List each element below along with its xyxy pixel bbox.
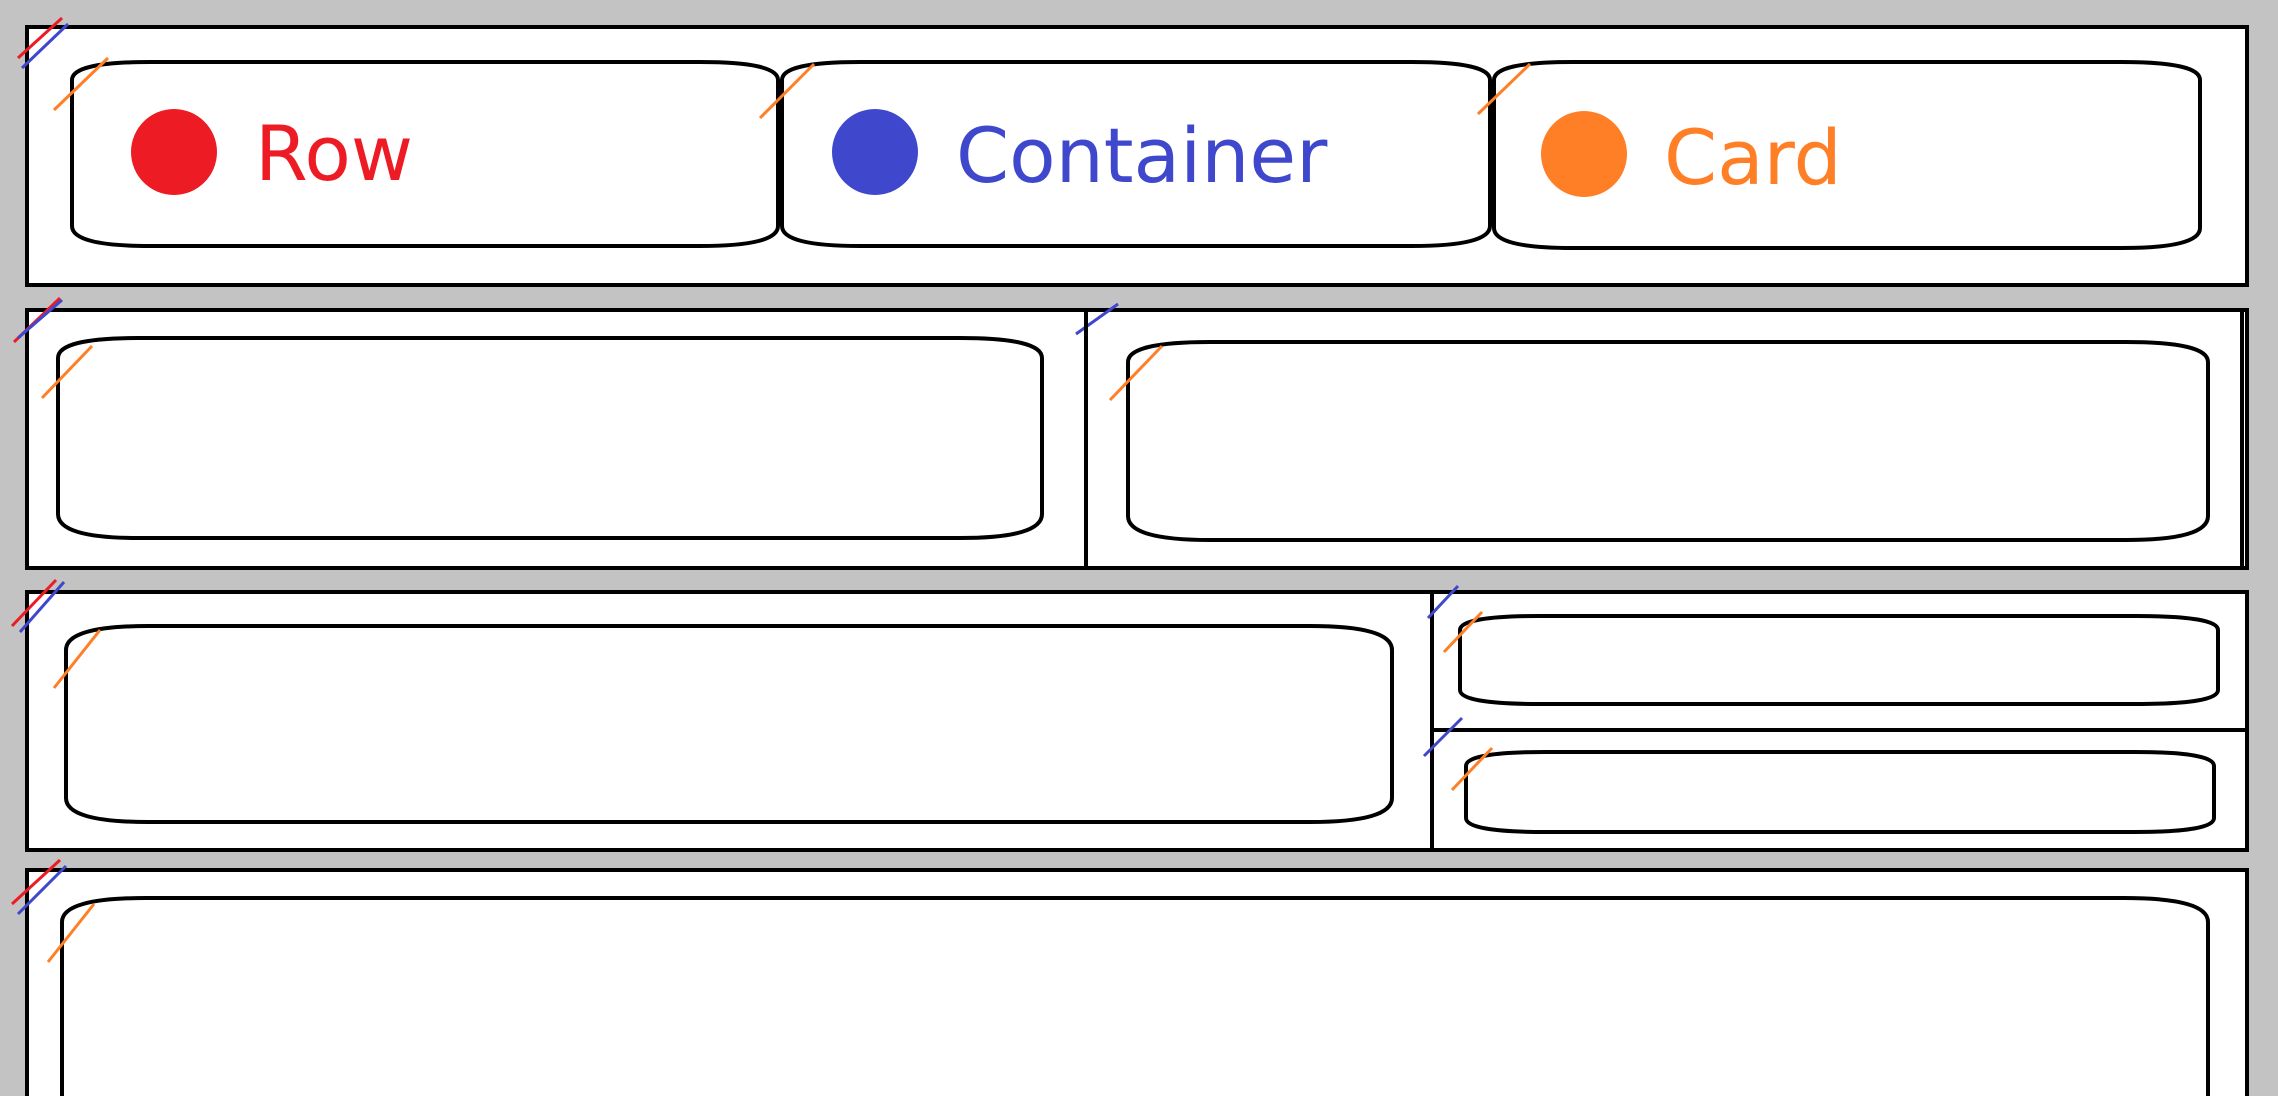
- legend-card-row-shape: [70, 60, 780, 248]
- row-3-card-2-shape: [1458, 614, 2220, 706]
- row-3-card-1: [52, 624, 1394, 824]
- legend-card-container: Container: [758, 60, 1492, 248]
- row-3-card-1-marker: [52, 629, 102, 689]
- row-2-container-1-marker: [17, 298, 63, 340]
- row-2-card-2-marker: [1108, 344, 1164, 402]
- row-4-card-1-marker: [46, 903, 96, 963]
- row-3-card-2-marker: [1442, 610, 1484, 654]
- row-3-container-3-marker: [1422, 716, 1464, 758]
- row-2-card-2: [1108, 340, 2210, 542]
- legend-card-card-card-marker: [1476, 62, 1532, 116]
- row-3: [10, 578, 2249, 852]
- legend-card-card: Card: [1476, 60, 2202, 250]
- card-legend-dot: [1541, 111, 1627, 197]
- row-3-card-1-shape: [64, 624, 1394, 824]
- row-legend-dot: [131, 109, 217, 195]
- card-legend-label: Card: [1664, 113, 1842, 202]
- row-2: [12, 296, 2249, 570]
- legend-card-card-shape: [1492, 60, 2202, 250]
- row-4: [10, 858, 2249, 1096]
- row-3-container-1-marker: [18, 581, 66, 633]
- row-3-container-2-marker: [1426, 584, 1460, 620]
- row-1: Row Container Card: [16, 16, 2249, 287]
- row-4-container-marker: [16, 864, 68, 916]
- row-2-container-2-marker: [1075, 302, 1119, 336]
- row-3-card-3-shape: [1464, 750, 2216, 834]
- row-2-card-1: [40, 336, 1044, 540]
- row-3-card-3: [1450, 746, 2216, 834]
- row-3-card-2: [1442, 610, 2220, 706]
- row-2-card-1-shape: [56, 336, 1044, 540]
- row-4-row-marker: [10, 858, 62, 906]
- row-2-card-1-marker: [40, 344, 94, 400]
- row-1-container-marker: [20, 22, 70, 70]
- row-4-card-1-shape: [60, 896, 2210, 1096]
- row-4-card-1: [46, 896, 2210, 1096]
- legend-card-container-shape: [780, 60, 1492, 248]
- legend-card-row: Row: [52, 56, 780, 248]
- container-legend-label: Container: [956, 111, 1328, 200]
- legend-card-container-card-marker: [758, 62, 816, 120]
- row-1-row-marker: [16, 16, 64, 60]
- legend-card-row-card-marker: [52, 56, 110, 112]
- row-2-card-2-shape: [1126, 340, 2210, 542]
- container-legend-dot: [832, 109, 918, 195]
- row-3-row-marker: [10, 578, 58, 628]
- row-3-card-3-marker: [1450, 746, 1494, 792]
- row-legend-label: Row: [255, 109, 413, 198]
